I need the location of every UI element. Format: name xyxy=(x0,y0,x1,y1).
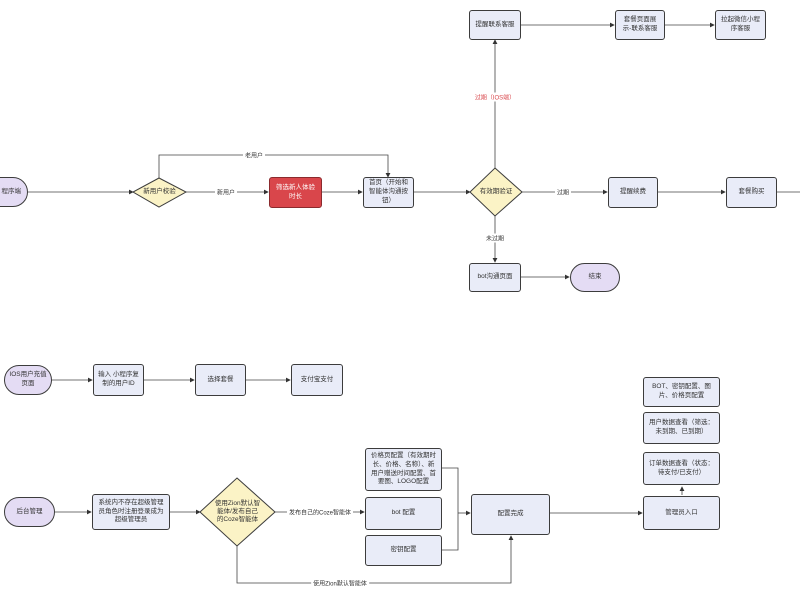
label-expired: 过期 xyxy=(554,187,572,197)
node-ios-start: IOS用户充值页面 xyxy=(4,365,52,395)
node-pkg-buy: 套餐购买 xyxy=(726,177,777,208)
node-filter-new-user: 筛选新人体验时长 xyxy=(269,177,322,208)
node-admin-entry: 管理员入口 xyxy=(643,496,720,530)
label-new-user: 新用户 xyxy=(214,187,238,197)
edge-check-to-home-old xyxy=(158,154,391,178)
node-bot-config: bot 配置 xyxy=(365,497,442,530)
node-alipay: 支付宝支付 xyxy=(291,364,343,396)
node-sell-config: 密钥配置 xyxy=(365,535,442,566)
node-validity-check: 有效期验证 xyxy=(479,187,513,195)
edge-choice-to-done-zion xyxy=(236,535,514,584)
node-pkg-page: 套餐页面展示-联系客服 xyxy=(615,10,665,40)
label-old-user: 老用户 xyxy=(242,150,266,160)
node-bot-key-config: BOT、密钥配置、图片、价格页配置 xyxy=(643,377,720,407)
label-use-zion: 使用Zion默认智能体 xyxy=(311,578,369,588)
node-config-done: 配置完成 xyxy=(471,494,550,535)
label-expired-ios: 过期（IOS端） xyxy=(472,92,518,102)
label-publish-coze: 发布自己的Coze智能体 xyxy=(286,507,354,517)
node-price-config: 价格页配置（有效期时长、价格、名称）、新用户赠送时间配置、首要图、LOGO配置 xyxy=(365,448,442,491)
node-admin-start: 后台管理 xyxy=(4,497,55,527)
node-pull-mini: 拉起微信小程序客服 xyxy=(715,10,766,40)
diamond-user-check-shape xyxy=(131,177,188,208)
node-user-check: 新用户校验 xyxy=(143,188,176,196)
node-end: 结束 xyxy=(570,263,620,292)
edge-price-bracket xyxy=(442,467,459,551)
node-coze-choice: 使用Zion默认智能体/发布自己的Coze智能体 xyxy=(214,499,261,524)
node-order-data: 订单数据查看（状态：待支付/已支付） xyxy=(643,452,720,485)
node-home: 首页（开始和智能体沟通按钮） xyxy=(363,177,414,208)
node-select-pkg: 选择套餐 xyxy=(195,364,246,396)
node-remind-renew: 提醒续费 xyxy=(608,177,658,208)
node-sys-register: 系统内不存在超级管理员角色时注册登录成为超级管理员 xyxy=(92,494,170,530)
node-remind-contact: 提醒联系客服 xyxy=(469,10,521,40)
diamond-validity-shape xyxy=(469,167,523,217)
node-bot-page: bot沟通页面 xyxy=(469,263,521,292)
label-not-expired: 未过期 xyxy=(483,233,507,243)
node-input-id: 输入 小程序复制的用户ID xyxy=(93,364,144,396)
diamond-coze-choice-shape xyxy=(199,477,276,547)
node-user-data: 用户数据查看（筛选：未到期、已到期） xyxy=(643,412,720,444)
node-wx-start: 程序端 xyxy=(0,177,28,207)
